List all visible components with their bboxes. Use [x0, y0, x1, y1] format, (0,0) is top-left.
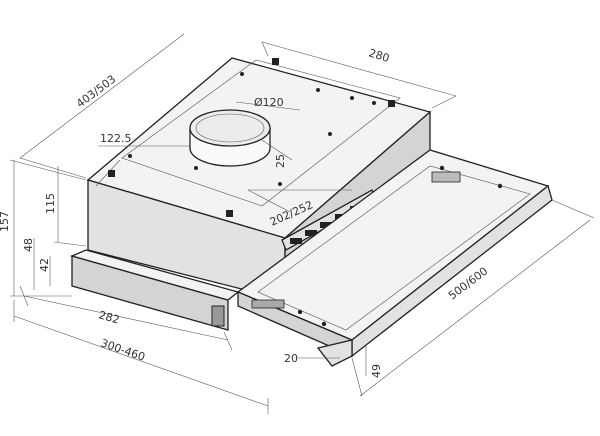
dim-height-front-panel: 42	[38, 258, 51, 272]
mount-hole	[226, 210, 233, 217]
dim-overall-width: 300-460	[99, 337, 147, 364]
dim-front-width: 282	[97, 308, 121, 326]
dim-duct-offset-y: 25	[274, 154, 287, 168]
mount-hole	[108, 170, 115, 177]
mount-hole	[272, 58, 279, 65]
dim-duct-offset-x: 122.5	[100, 132, 132, 145]
dim-height-body: 115	[44, 193, 57, 214]
dim-height-front-lower: 48	[22, 238, 35, 252]
dim-width-top: 280	[367, 46, 391, 65]
duct-collar	[189, 109, 271, 167]
dim-rail-height: 49	[370, 364, 383, 378]
top-plate-outline	[121, 59, 401, 207]
dim-rail-end: 20	[284, 352, 298, 365]
dim-depth: 403/503	[74, 73, 118, 111]
mount-hole	[388, 100, 395, 107]
dim-duct-diameter: Ø120	[254, 96, 284, 109]
dim-height-total: 157	[0, 211, 11, 232]
